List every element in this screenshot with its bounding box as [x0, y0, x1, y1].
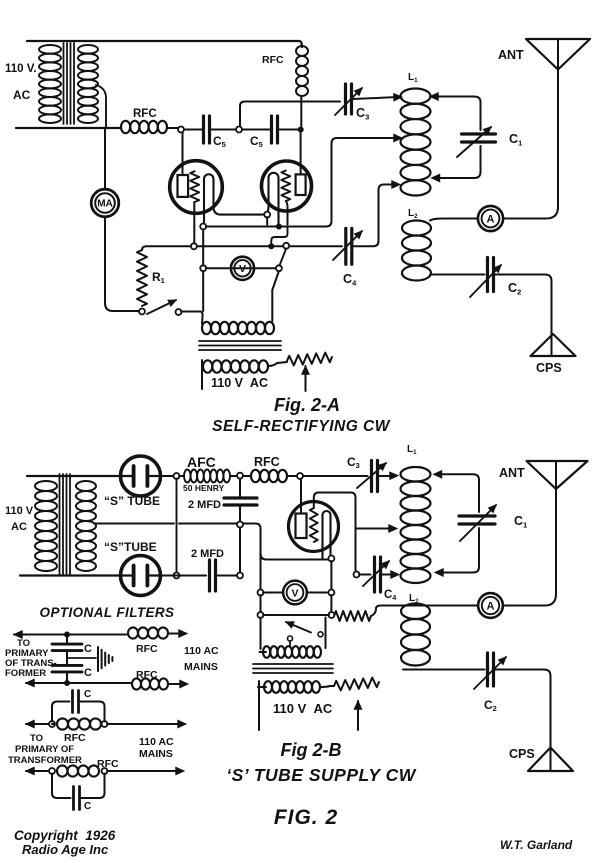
svg-text:PRIMARY OF: PRIMARY OF	[15, 744, 74, 755]
svg-text:V: V	[291, 587, 298, 599]
svg-text:A: A	[487, 213, 495, 225]
svg-text:MAINS: MAINS	[139, 748, 173, 760]
svg-text:TO: TO	[17, 638, 30, 649]
svg-text:110 AC: 110 AC	[139, 736, 174, 748]
svg-text:C: C	[84, 667, 92, 679]
svg-text:RFC: RFC	[64, 732, 86, 744]
svg-text:TO: TO	[30, 733, 43, 744]
svg-text:RFC: RFC	[97, 758, 119, 770]
svg-text:110 AC: 110 AC	[184, 645, 219, 657]
svg-text:MA: MA	[97, 199, 113, 210]
svg-text:RFC: RFC	[133, 108, 157, 120]
svg-text:FIG. 2: FIG. 2	[274, 806, 338, 829]
svg-text:110 V AC: 110 V AC	[211, 376, 268, 390]
svg-text:L1: L1	[407, 444, 417, 456]
svg-text:L2: L2	[409, 593, 419, 605]
svg-text:CPS: CPS	[509, 747, 535, 761]
svg-text:“S”TUBE: “S”TUBE	[104, 540, 157, 554]
svg-text:“S” TUBE: “S” TUBE	[104, 494, 160, 508]
svg-text:C: C	[84, 689, 91, 700]
svg-text:L1: L1	[408, 72, 418, 84]
svg-text:FORMER: FORMER	[5, 668, 46, 679]
svg-text:110 V AC: 110 V AC	[273, 701, 333, 716]
svg-text:L2: L2	[408, 208, 418, 220]
svg-text:C: C	[84, 643, 92, 655]
svg-text:SELF-RECTIFYING CW: SELF-RECTIFYING CW	[212, 418, 391, 435]
svg-text:50 HENRY: 50 HENRY	[183, 483, 225, 493]
svg-text:RFC: RFC	[136, 643, 158, 655]
svg-text:Copyright 1926: Copyright 1926	[14, 828, 116, 843]
svg-text:PRIMARY: PRIMARY	[5, 648, 49, 659]
svg-text:TRANSFORMER: TRANSFORMER	[8, 755, 82, 766]
svg-text:A: A	[487, 600, 495, 612]
svg-text:RFC: RFC	[262, 54, 284, 66]
svg-text:OPTIONAL FILTERS: OPTIONAL FILTERS	[40, 605, 175, 620]
svg-text:ANT: ANT	[499, 466, 525, 480]
svg-text:Fig 2-B: Fig 2-B	[281, 740, 342, 760]
svg-text:C: C	[84, 801, 91, 812]
svg-text:110 V.: 110 V.	[5, 63, 37, 75]
svg-text:Fig. 2-A: Fig. 2-A	[274, 395, 340, 415]
svg-text:110 V: 110 V	[5, 505, 34, 517]
svg-text:Radio Age Inc: Radio Age Inc	[22, 842, 109, 857]
svg-text:AC: AC	[11, 521, 27, 533]
svg-text:RFC: RFC	[136, 669, 158, 681]
svg-text:RFC: RFC	[254, 455, 280, 469]
svg-text:AC: AC	[13, 88, 31, 102]
svg-text:W.T. Garland: W.T. Garland	[500, 838, 573, 852]
svg-text:2 MFD: 2 MFD	[191, 548, 224, 560]
svg-text:2 MFD: 2 MFD	[188, 499, 221, 511]
svg-text:‘S’ TUBE SUPPLY CW: ‘S’ TUBE SUPPLY CW	[226, 765, 417, 785]
svg-text:V: V	[239, 263, 246, 275]
svg-text:CPS: CPS	[536, 361, 562, 375]
svg-text:AFC: AFC	[187, 454, 216, 470]
svg-text:MAINS: MAINS	[184, 661, 218, 673]
svg-text:ANT: ANT	[498, 48, 524, 62]
svg-text:OF TRANS-: OF TRANS-	[5, 658, 57, 669]
